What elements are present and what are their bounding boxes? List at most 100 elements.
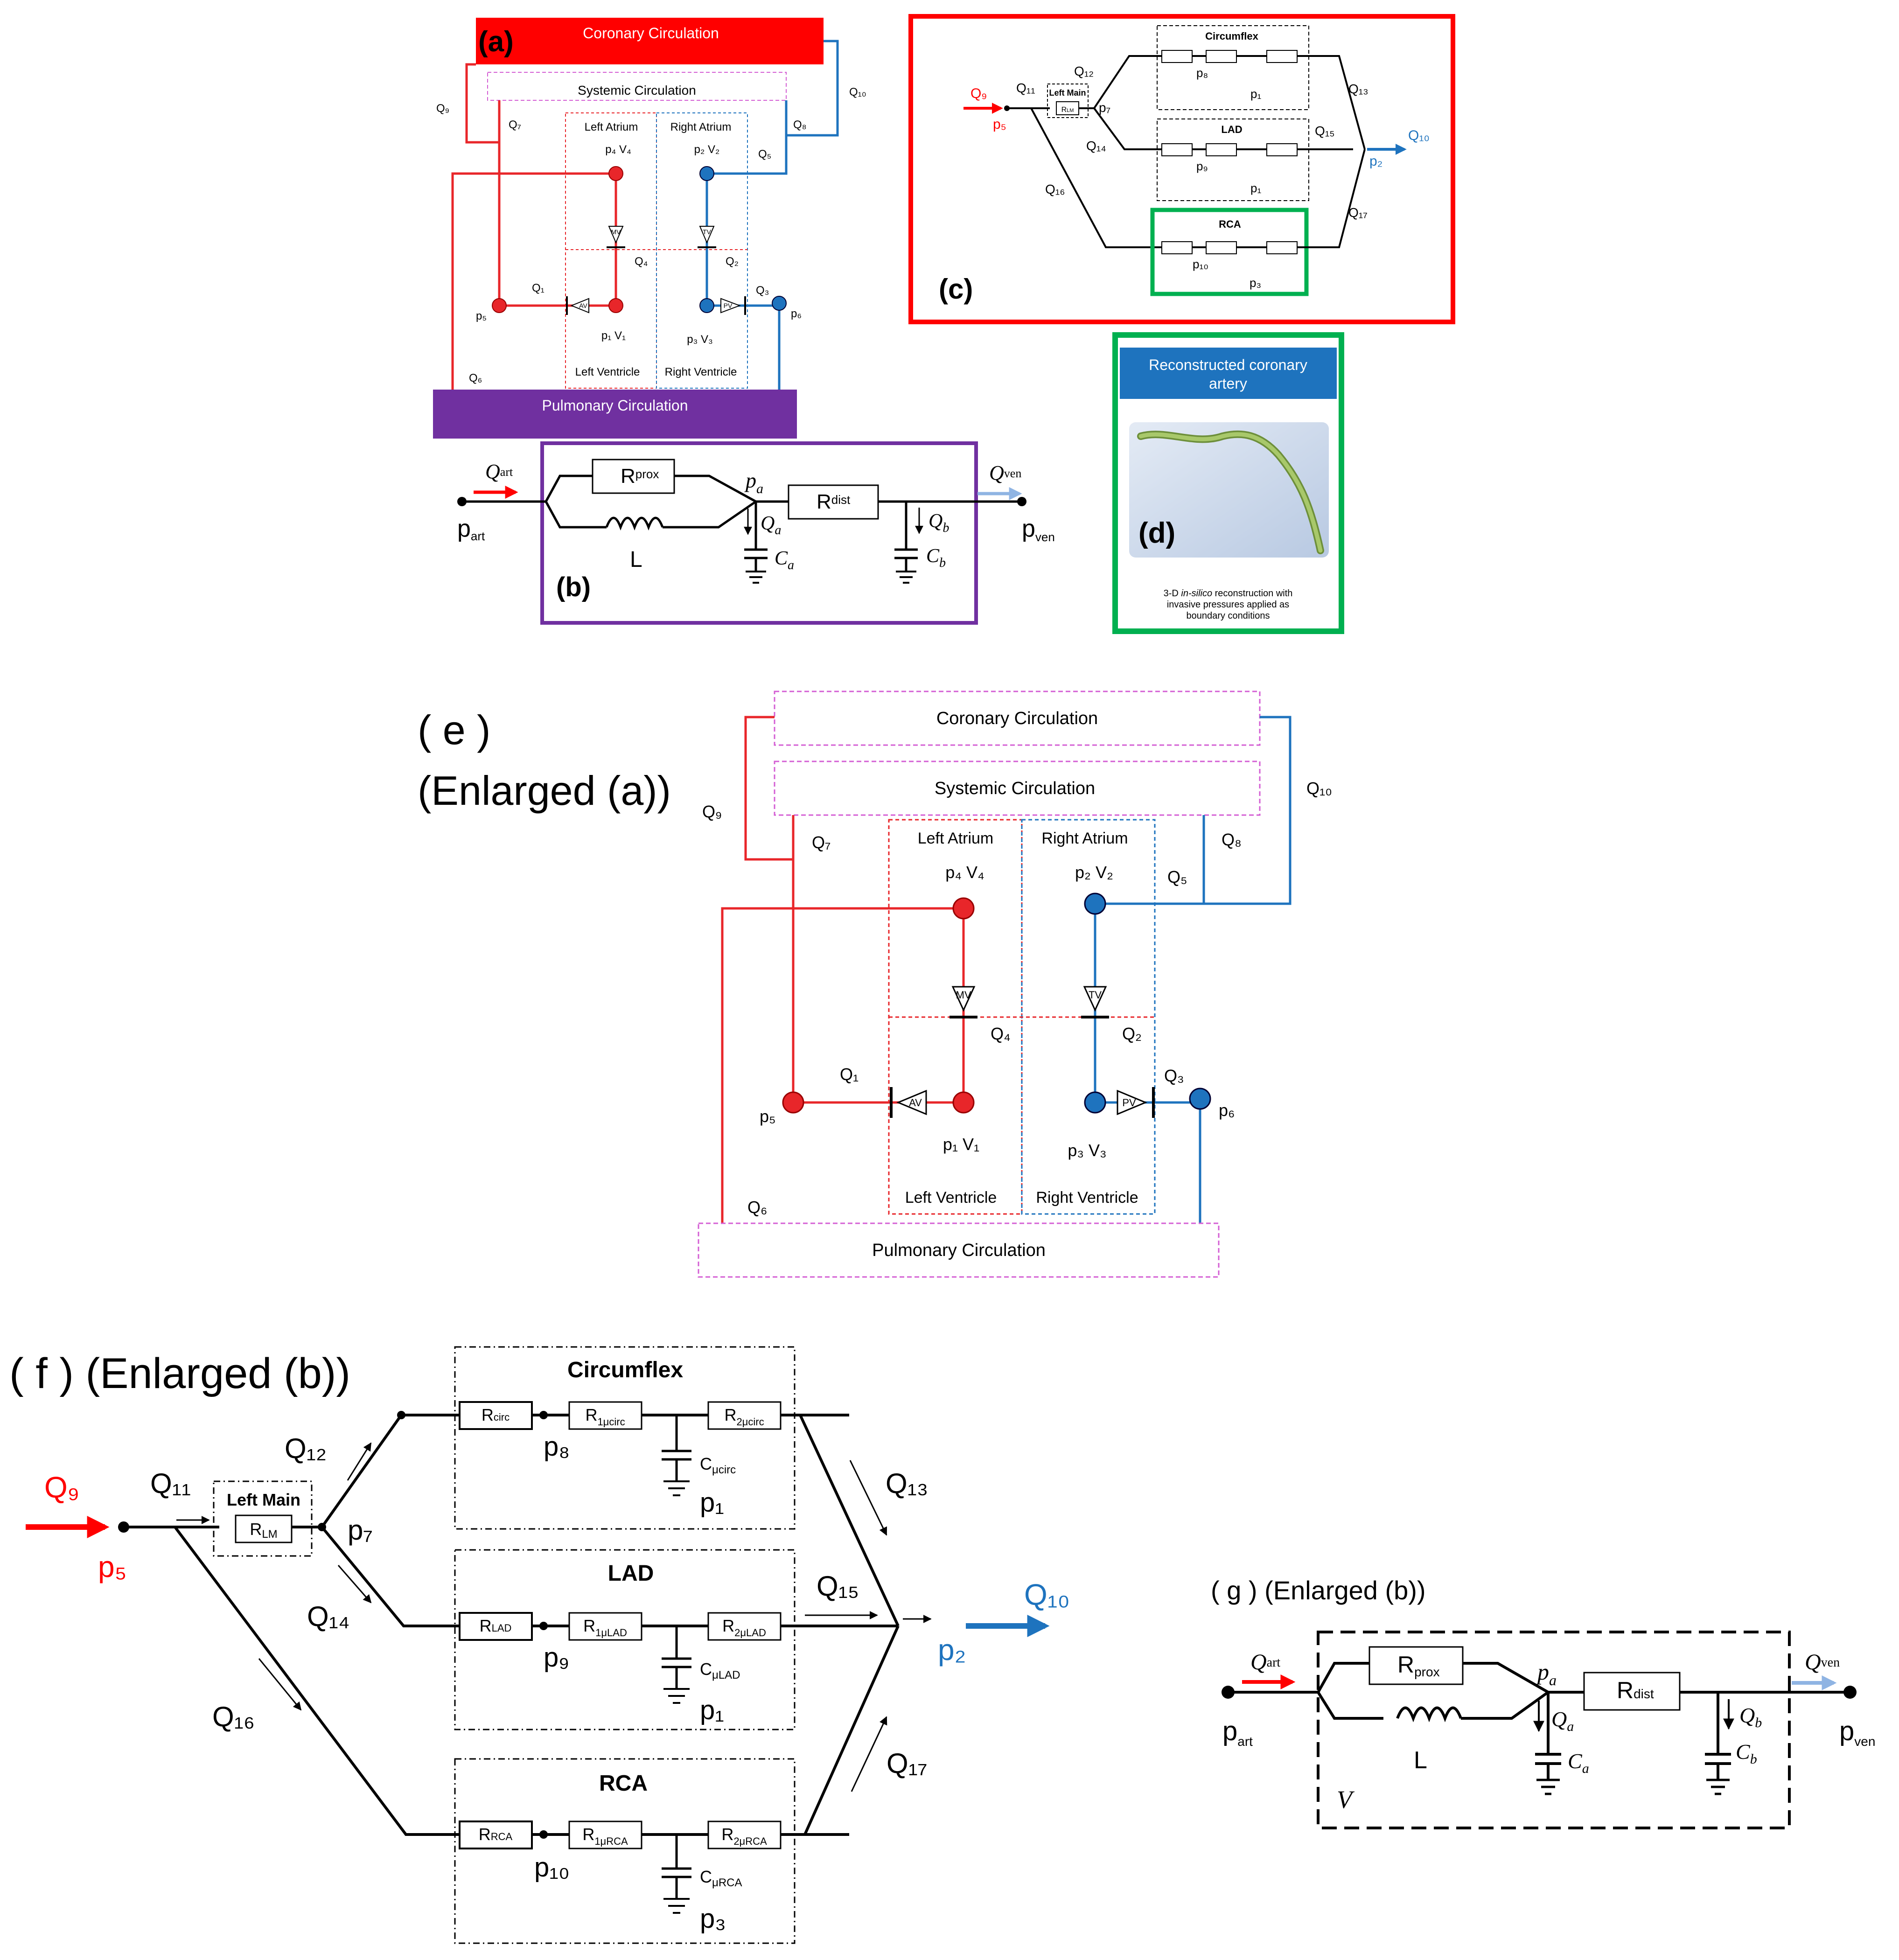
e-q3-label: Q₃ bbox=[1164, 1066, 1184, 1085]
panel-c-frame bbox=[908, 14, 1455, 324]
g-merge-bottom bbox=[1461, 1691, 1549, 1720]
e-q2-label: Q₂ bbox=[1122, 1024, 1142, 1043]
c-circ-merge bbox=[1309, 55, 1366, 150]
q8-label: Q₈ bbox=[793, 119, 807, 131]
f-circumflex-box bbox=[454, 1346, 796, 1530]
right-atrium-label: Right Atrium bbox=[670, 121, 732, 133]
c-rca-box bbox=[1150, 208, 1309, 296]
e-q6-label: Q₆ bbox=[747, 1198, 768, 1217]
f-c-lad-label: CμLAD bbox=[700, 1660, 740, 1681]
f-lad-label: LAD bbox=[608, 1561, 654, 1586]
g-r-prox-label: Rprox bbox=[1397, 1652, 1440, 1679]
left-ventricle-label: Left Ventricle bbox=[575, 366, 640, 378]
f-circ-branch bbox=[321, 1414, 455, 1528]
panel-d-label: (d) bbox=[1138, 517, 1175, 549]
e-av-valve bbox=[896, 1089, 927, 1116]
panel-d-header-line2: artery bbox=[1209, 375, 1247, 392]
f-r1-lad bbox=[568, 1612, 642, 1641]
e-blue-coronary-line bbox=[1202, 716, 1292, 905]
q10-label: Q₁₀ bbox=[849, 86, 866, 98]
c-left-main-label: Left Main bbox=[1049, 88, 1086, 98]
c-p2-label: p₂ bbox=[1369, 153, 1382, 169]
coronary-circulation-bar bbox=[476, 18, 824, 64]
f-q12-label: Q₁₂ bbox=[285, 1433, 327, 1464]
f-r-circ bbox=[459, 1401, 533, 1430]
f-q17-label: Q₁₇ bbox=[887, 1748, 928, 1779]
c-p3-label: p₃ bbox=[1250, 276, 1261, 290]
pulmonary-circulation-bar bbox=[433, 390, 797, 439]
p5-label: p₅ bbox=[476, 310, 487, 322]
e-pulmonary-label: Pulmonary Circulation bbox=[872, 1241, 1046, 1260]
e-pulmonary-box bbox=[698, 1222, 1220, 1278]
c-q10-label: Q₁₀ bbox=[1408, 128, 1430, 143]
e-systemic-box bbox=[774, 760, 1261, 816]
g-pa-label: pa bbox=[1536, 1659, 1557, 1688]
b-inlet-node bbox=[457, 497, 467, 506]
e-tv-valve bbox=[1083, 986, 1107, 1012]
b-r-prox-label: Rprox bbox=[621, 465, 659, 488]
f-r2-lad-label: R2μLAD bbox=[722, 1616, 766, 1639]
f-r1-circ-label: R1μcirc bbox=[585, 1405, 625, 1428]
b-l-label: L bbox=[630, 547, 642, 572]
f-lad-box bbox=[454, 1549, 796, 1730]
panel-e-label: ( e ) bbox=[418, 707, 490, 753]
panel-d-header bbox=[1120, 348, 1337, 399]
c-q11-label: Q₁₁ bbox=[1016, 81, 1035, 95]
q6-label: Q₆ bbox=[469, 372, 482, 384]
c-p5-label: p₅ bbox=[993, 117, 1006, 132]
e-p1v1-label: p₁ V₁ bbox=[943, 1135, 979, 1154]
f-circ-node bbox=[397, 1411, 405, 1419]
b-ca-label: Ca bbox=[775, 548, 794, 572]
b-outlet-node bbox=[1017, 497, 1026, 506]
e-q4-label: Q₄ bbox=[991, 1024, 1011, 1043]
e-mv-valve bbox=[951, 986, 976, 1012]
e-node-p6 bbox=[1189, 1088, 1211, 1110]
e-node-p4 bbox=[952, 897, 975, 920]
f-p8-node bbox=[539, 1411, 548, 1419]
e-p2v2-label: p₂ V₂ bbox=[1075, 863, 1113, 882]
node-p5 bbox=[492, 298, 507, 313]
e-pv-label: PV bbox=[1122, 1097, 1136, 1109]
panel-a: Coronary Circulation (a) Systemic Circul… bbox=[433, 18, 866, 439]
f-r-rca-label: RRCA bbox=[479, 1825, 513, 1844]
g-v-label: V bbox=[1337, 1786, 1355, 1814]
e-p5-label: p₅ bbox=[760, 1107, 776, 1126]
c-rca-branch bbox=[1030, 108, 1157, 248]
c-rca-label: RCA bbox=[1219, 218, 1241, 230]
b-inductor bbox=[605, 516, 664, 531]
f-q16-arrow bbox=[258, 1658, 302, 1711]
f-left-main-box bbox=[213, 1480, 313, 1557]
panel-b: Qart part Rprox L pa Rdist Qa Ca Qb Cb bbox=[457, 441, 1055, 625]
g-frame bbox=[1317, 1631, 1791, 1829]
panel-c: (c) Q₉ p₅ Left Main RLM Q₁₁ Q₁₂ p₇ Q₁₄ Q… bbox=[908, 14, 1455, 324]
c-r-lm-label: RLM bbox=[1061, 106, 1074, 114]
f-p10-node bbox=[539, 1830, 548, 1839]
c-q13-label: Q₁₃ bbox=[1348, 82, 1368, 96]
b-p-ven-label: pven bbox=[1022, 515, 1055, 544]
g-p-ven-label: pven bbox=[1839, 1716, 1875, 1749]
g-split-top bbox=[1317, 1662, 1369, 1693]
c-lad-box bbox=[1157, 119, 1309, 201]
q7-label: Q₇ bbox=[509, 119, 521, 131]
mv-label: MV bbox=[611, 228, 621, 236]
g-p-art-label: part bbox=[1222, 1716, 1253, 1749]
c-p7-label: p₇ bbox=[1099, 100, 1110, 115]
f-p1-label-circ: p₁ bbox=[700, 1487, 724, 1518]
f-q16-label: Q₁₆ bbox=[212, 1701, 255, 1732]
g-inductor bbox=[1396, 1706, 1462, 1723]
c-r1-circ bbox=[1206, 50, 1237, 63]
p1v1-label: p₁ V₁ bbox=[601, 329, 626, 342]
av-label: AV bbox=[579, 302, 587, 309]
e-p4v4-label: p₄ V₄ bbox=[945, 863, 984, 882]
f-q15-label: Q₁₅ bbox=[817, 1570, 859, 1602]
av-valve bbox=[570, 298, 589, 314]
f-r-lad-label: RLAD bbox=[480, 1616, 512, 1635]
c-circumflex-box bbox=[1157, 25, 1309, 110]
g-q-ven-label: Qven bbox=[1805, 1650, 1840, 1674]
c-lad-branch bbox=[1093, 107, 1157, 150]
panel-e: ( e ) (Enlarged (a)) Coronary Circulatio… bbox=[418, 691, 1332, 1278]
p4v4-label: p₄ V₄ bbox=[605, 143, 631, 156]
b-qb-label: Qb bbox=[929, 510, 949, 535]
f-p9-label: p₉ bbox=[544, 1642, 569, 1673]
g-r-dist-label: Rdist bbox=[1617, 1677, 1654, 1703]
